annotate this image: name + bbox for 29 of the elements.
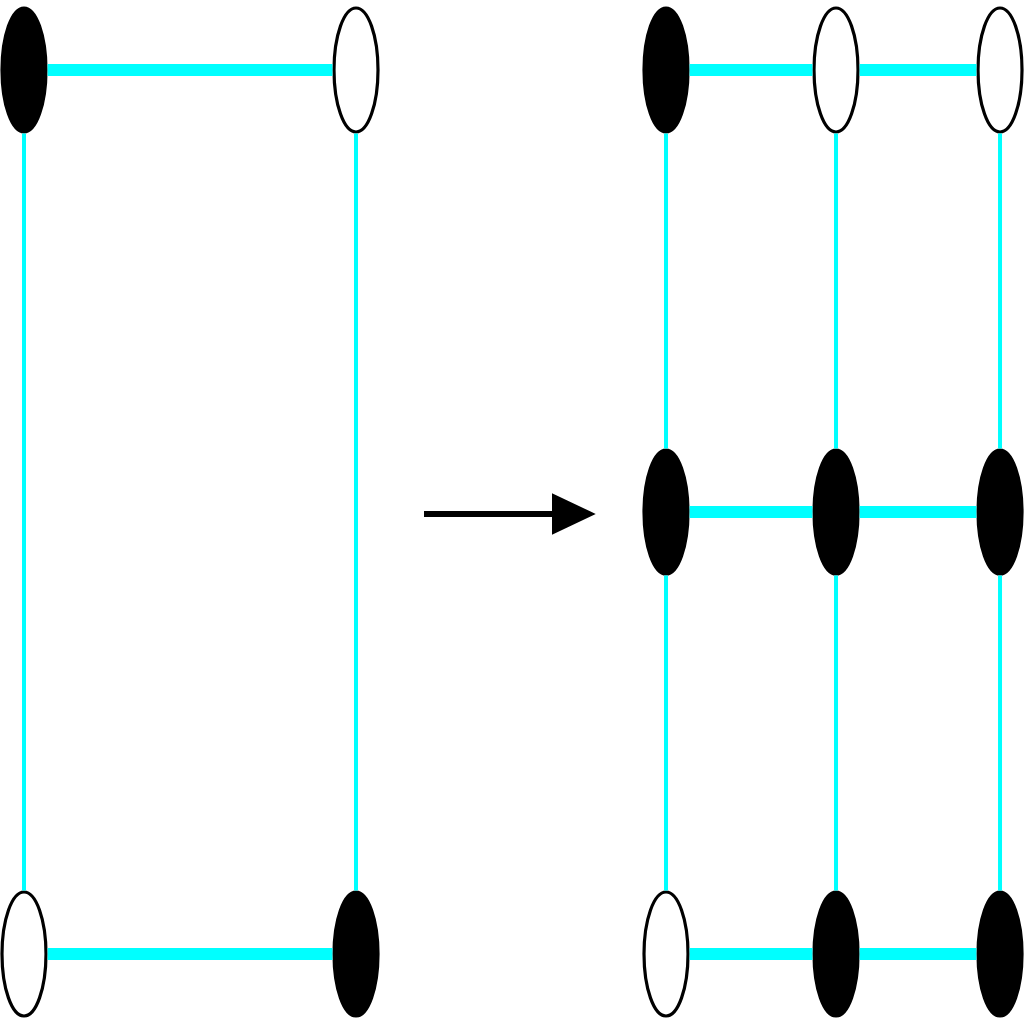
connector-line: [859, 506, 977, 518]
dot-ellipse: [976, 890, 1024, 1018]
connector-line: [354, 133, 358, 891]
connector-line: [689, 506, 813, 518]
dot-ellipse: [642, 448, 690, 576]
dot-ellipse: [812, 890, 860, 1018]
connector-line: [22, 133, 26, 891]
connector-line: [689, 64, 813, 76]
dot-ellipse: [642, 6, 690, 134]
dot-ellipse: [812, 6, 860, 134]
connector-line: [47, 64, 333, 76]
dot-ellipse: [0, 890, 48, 1018]
connector-line: [834, 575, 838, 891]
connector-line: [664, 575, 668, 891]
connector-line: [689, 948, 813, 960]
connector-line: [859, 948, 977, 960]
connector-line: [998, 575, 1002, 891]
connector-line: [834, 133, 838, 449]
connector-line: [859, 64, 977, 76]
dot-ellipse: [332, 890, 380, 1018]
dot-ellipse: [642, 890, 690, 1018]
dot-ellipse: [812, 448, 860, 576]
connector-line: [47, 948, 333, 960]
connector-line: [998, 133, 1002, 449]
dot-ellipse: [332, 6, 380, 134]
dot-ellipse: [0, 6, 48, 134]
connector-line: [664, 133, 668, 449]
dot-ellipse: [976, 448, 1024, 576]
dot-ellipse: [976, 6, 1024, 134]
